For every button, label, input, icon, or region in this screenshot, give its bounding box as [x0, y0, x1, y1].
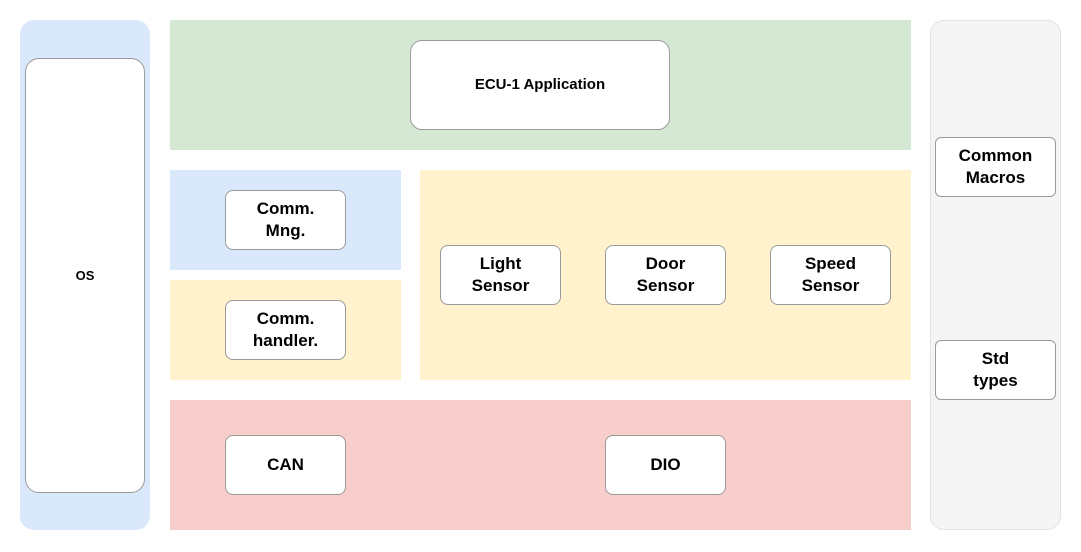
speed-sensor-label: Speed Sensor	[801, 254, 860, 295]
comm-manager-box[interactable]: Comm. Mng.	[225, 190, 346, 250]
os-label: OS	[75, 267, 95, 283]
dio-driver-label: DIO	[650, 455, 681, 474]
can-driver-label: CAN	[267, 455, 304, 474]
speed-sensor-box[interactable]: Speed Sensor	[770, 245, 891, 305]
common-macros-label: Common Macros	[958, 146, 1033, 187]
comm-handler-box[interactable]: Comm. handler.	[225, 300, 346, 360]
door-sensor-label: Door Sensor	[636, 254, 695, 295]
comm-manager-label: Comm. Mng.	[256, 199, 315, 240]
light-sensor-box[interactable]: Light Sensor	[440, 245, 561, 305]
ecu-application-label: ECU-1 Application	[474, 76, 606, 93]
common-layer	[930, 20, 1061, 530]
std-types-label: Std types	[973, 349, 1018, 390]
os-box[interactable]: OS	[25, 58, 145, 493]
light-sensor-label: Light Sensor	[471, 254, 530, 295]
door-sensor-box[interactable]: Door Sensor	[605, 245, 726, 305]
std-types-box[interactable]: Std types	[935, 340, 1056, 400]
ecu-application-box[interactable]: ECU-1 Application	[410, 40, 670, 130]
common-macros-box[interactable]: Common Macros	[935, 137, 1056, 197]
can-driver-box[interactable]: CAN	[225, 435, 346, 495]
dio-driver-box[interactable]: DIO	[605, 435, 726, 495]
comm-handler-label: Comm. handler.	[252, 309, 319, 350]
